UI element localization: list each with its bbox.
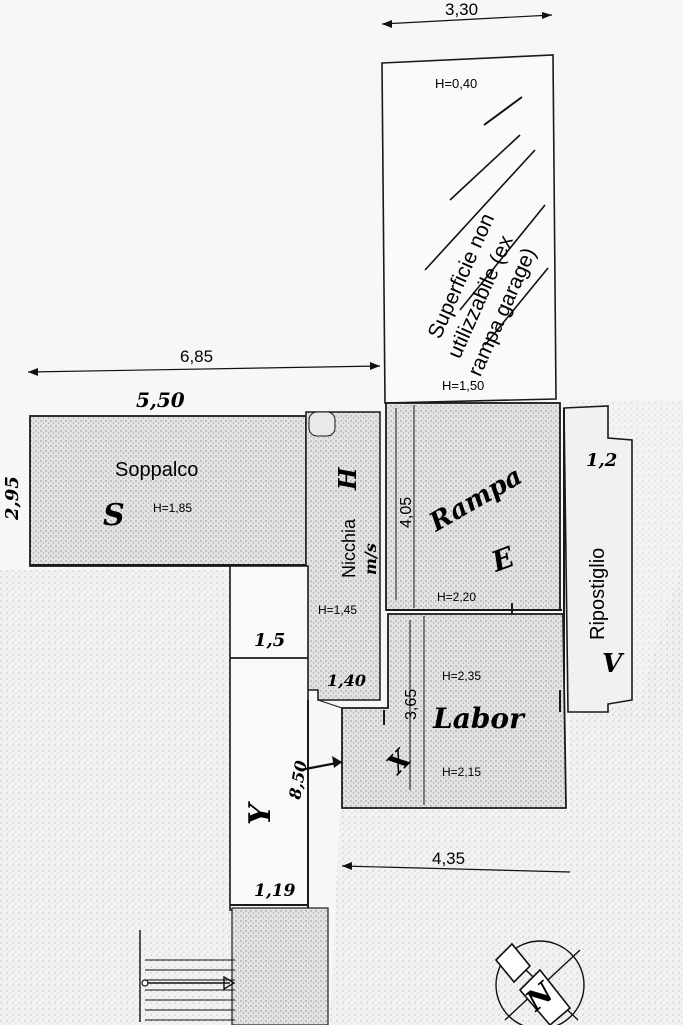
dim-top-width: 3,30 — [445, 0, 478, 19]
rampa-height: H=2,20 — [437, 590, 476, 604]
nicchia-handwritten: m/s — [361, 543, 380, 575]
dim-corridor-width: 1,5 — [254, 630, 285, 651]
compass-rose-icon — [494, 940, 585, 1025]
labor-label: Labor — [432, 702, 526, 735]
room-soppalco — [29, 415, 307, 567]
corridor-arrow — [299, 756, 343, 772]
ripostiglio-mark: V — [602, 649, 625, 679]
dim-soppalco-depth: 2,95 — [2, 476, 23, 521]
room-superficie — [381, 54, 557, 404]
soppalco-label: Soppalco — [115, 459, 198, 481]
soppalco-mark: S — [103, 498, 125, 533]
staircase — [139, 907, 329, 1025]
ripostiglio-label: Ripostiglio — [587, 548, 609, 640]
dim-labor-width: 4,35 — [432, 849, 465, 868]
corridor-mark: Y — [243, 801, 278, 825]
room-rampa — [385, 402, 562, 617]
dimension-top — [381, 12, 553, 28]
dimension-overall — [27, 362, 381, 376]
dim-overall-width: 6,85 — [180, 347, 213, 366]
nicchia-mark: H — [333, 466, 362, 491]
dim-nicchia-width: 1,40 — [327, 671, 366, 690]
dim-stair-width: 1,19 — [254, 881, 296, 901]
room-ripostiglio — [563, 405, 633, 713]
room-labor — [341, 613, 567, 809]
nicchia-height: H=1,45 — [318, 603, 357, 617]
exterior-hatch-right — [330, 560, 683, 1025]
dim-labor-depth: 3,65 — [403, 689, 420, 720]
labor-height-bottom: H=2,15 — [442, 765, 481, 779]
soppalco-height: H=1,85 — [153, 501, 192, 515]
dim-rampa-depth: 4,05 — [398, 497, 415, 528]
labor-height-top: H=2,35 — [442, 669, 481, 683]
dimension-labor-width — [341, 862, 571, 873]
superficie-height-bottom: H=1,50 — [442, 378, 484, 393]
dim-ripostiglio-width: 1,2 — [586, 450, 617, 471]
room-corridor — [229, 565, 343, 911]
superficie-height-top: H=0,40 — [435, 76, 477, 91]
nicchia-label: Nicchia — [339, 518, 359, 578]
dim-soppalco-width: 5,50 — [136, 388, 185, 412]
